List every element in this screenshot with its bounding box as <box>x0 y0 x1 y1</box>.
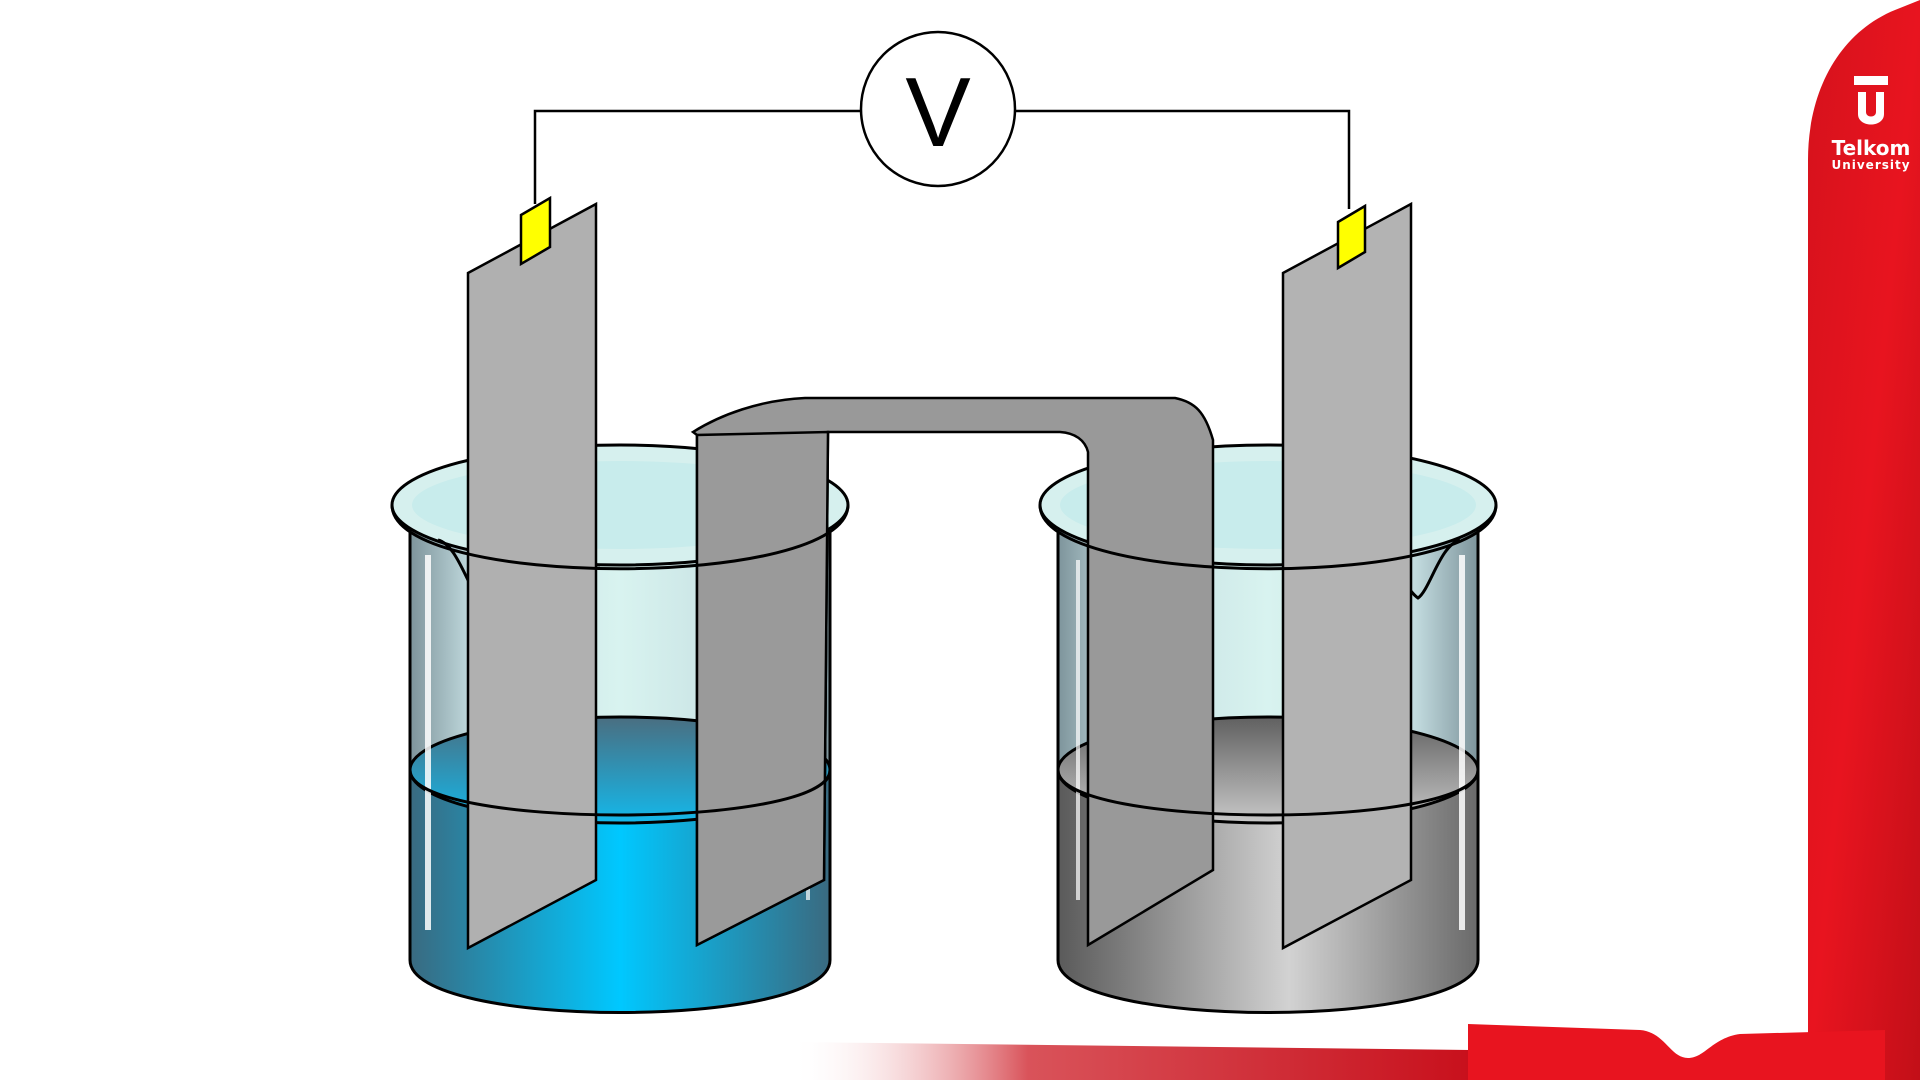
external-circuit: V <box>533 30 1351 209</box>
red-bottom-band <box>790 1042 1470 1080</box>
left-electrode-plate <box>466 201 598 951</box>
telkom-logo <box>1854 76 1888 125</box>
red-side-panel <box>1808 0 1920 1080</box>
logo-brand-text: Telkom <box>1831 136 1911 160</box>
brand-decoration <box>790 0 1920 1080</box>
red-book-shape <box>1468 1024 1885 1080</box>
right-electrode-clip <box>1336 203 1367 271</box>
right-electrode <box>1281 201 1413 951</box>
left-electrode <box>466 195 598 951</box>
right-wire <box>1015 109 1351 209</box>
right-electrode-plate <box>1281 201 1413 951</box>
left-wire <box>533 109 861 204</box>
left-electrode-clip <box>519 195 552 267</box>
salt-bridge <box>690 396 1215 948</box>
voltmeter-label: V <box>905 57 970 167</box>
voltmeter <box>859 30 1017 188</box>
logo-u-icon <box>1858 92 1884 125</box>
logo-sub-text: University <box>1831 158 1911 172</box>
